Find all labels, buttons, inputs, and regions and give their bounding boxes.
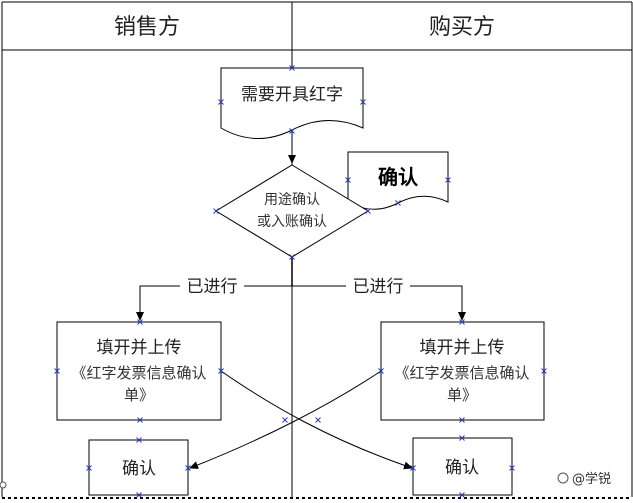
buyer-confirm-doc-label: 确认 [378,165,419,189]
connection-point-8 [365,208,371,214]
document-node-need-red: 需要开具红字 [220,67,364,139]
watermark-text: @学锐 [572,471,611,487]
right-confirm-label: 确认 [445,458,479,478]
edge-left-fill-to-right-confirm [220,370,413,470]
need-red-label: 需要开具红字 [241,85,343,105]
connection-point-2 [360,99,366,105]
connection-point-16 [541,368,547,374]
connection-point-18 [136,437,142,443]
right-branch-label: 已进行 [353,277,404,297]
connection-point-24 [509,465,515,471]
frame-handle [0,481,7,489]
right-fill-line1: 《红字发票信息确认 [394,364,529,382]
connection-point-27 [315,417,321,423]
process-node-left-confirm: 确认 [88,439,189,496]
watermark: @学锐 [557,471,611,487]
connection-point-5 [445,177,451,183]
connection-point-15 [378,368,384,374]
connection-point-25 [459,492,465,498]
connection-point-17 [459,417,465,423]
connection-point-1 [218,99,224,105]
connection-point-19 [86,465,92,471]
connection-point-markers [54,65,547,498]
left-branch-label: 已进行 [187,277,238,297]
process-node-right-fill: 填开并上传 《红字发票信息确认 单》 [380,321,545,421]
connection-point-9 [289,254,295,260]
connection-point-0 [289,65,295,71]
left-confirm-label: 确认 [122,459,156,479]
document-node-buyer-confirm: 确认 [347,151,449,210]
connection-point-10 [137,319,143,325]
connection-point-6 [395,200,401,206]
connection-point-21 [136,492,142,498]
connection-point-12 [218,368,224,374]
left-fill-line1: 《红字发票信息确认 [71,364,206,382]
lane-header-buyer: 购买方 [429,15,495,40]
connection-point-20 [185,465,191,471]
decision-label-line1: 用途确认 [264,191,320,208]
connection-point-4 [345,177,351,183]
left-fill-line2: 单》 [124,386,154,404]
decision-label-line2: 或入账确认 [257,214,327,230]
connection-point-13 [137,417,143,423]
right-fill-title: 填开并上传 [420,338,505,358]
connection-point-7 [213,208,219,214]
right-label-bg [346,274,410,296]
connection-point-11 [54,368,60,374]
left-fill-title: 填开并上传 [97,338,182,358]
decision-diamond: 用途确认 或入账确认 [215,164,369,258]
connection-point-3 [289,128,295,134]
lane-header-seller: 销售方 [114,15,180,40]
left-label-bg [180,274,244,296]
process-node-right-confirm: 确认 [412,437,513,496]
connection-point-14 [459,319,465,325]
connection-point-23 [410,465,416,471]
connection-point-22 [459,435,465,441]
edge-right-fill-to-left-confirm [189,370,382,469]
connection-point-26 [282,417,288,423]
process-node-left-fill: 填开并上传 《红字发票信息确认 单》 [56,321,222,421]
right-fill-line2: 单》 [447,386,477,404]
